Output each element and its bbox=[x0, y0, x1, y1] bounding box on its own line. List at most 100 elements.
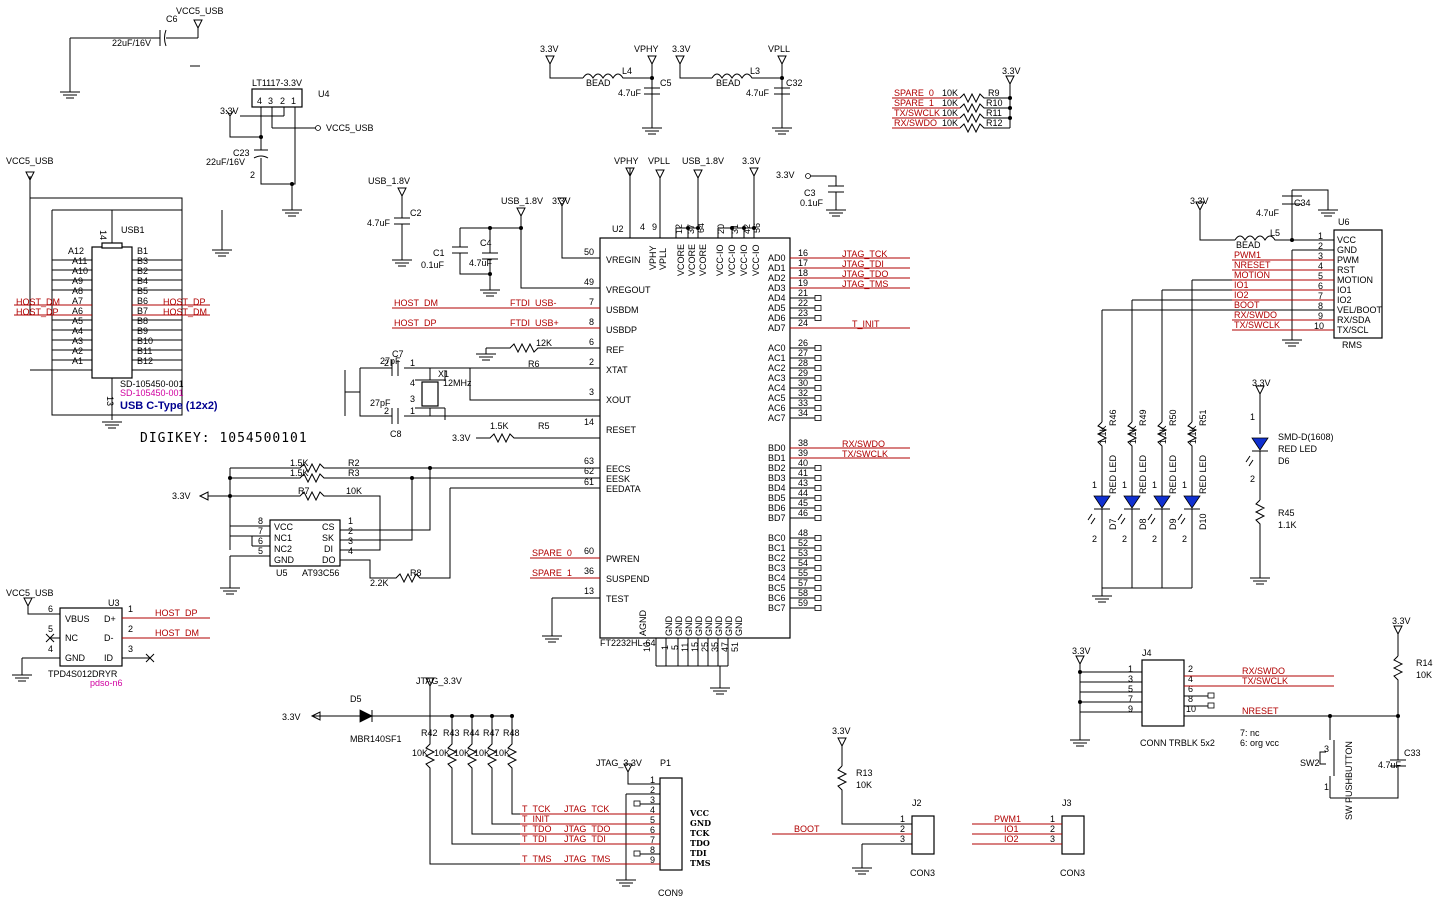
u2-pin-number: 24 bbox=[798, 318, 808, 328]
u2-left-wiring: HOST_DM HOST_DP FTDI_USB- FTDI_USB+ 12K … bbox=[172, 298, 600, 643]
led-label: RED LED bbox=[1198, 454, 1208, 494]
svg-text:62: 62 bbox=[584, 466, 594, 476]
u2-pin-name: BC5 bbox=[768, 583, 786, 593]
u2-pin-name: AC5 bbox=[768, 393, 786, 403]
svg-text:GND: GND bbox=[690, 818, 711, 828]
u6-pin-name: GND bbox=[1337, 245, 1358, 255]
boot-connector: 3.3V R13 10K J2 CON3 1 2 3 BOOT bbox=[772, 726, 935, 878]
svg-text:1: 1 bbox=[660, 645, 670, 650]
svg-text:VCORE: VCORE bbox=[687, 244, 697, 276]
svg-text:IO2: IO2 bbox=[1004, 834, 1019, 844]
p1-pin-number: 7 bbox=[650, 835, 655, 845]
u6-pin-name: RX/SDA bbox=[1337, 315, 1371, 325]
svg-text:B6: B6 bbox=[137, 296, 148, 306]
u2-pin-name: AD7 bbox=[768, 323, 786, 333]
junction-dot bbox=[470, 714, 474, 718]
svg-text:RED LED: RED LED bbox=[1278, 444, 1318, 454]
led-resistor bbox=[1126, 421, 1138, 496]
svg-text:HOST_DM: HOST_DM bbox=[155, 628, 199, 638]
led-pin-1: 1 bbox=[1122, 480, 1127, 490]
svg-text:3.3V: 3.3V bbox=[742, 156, 761, 166]
svg-text:JTAG_3.3V: JTAG_3.3V bbox=[596, 758, 642, 768]
svg-text:2: 2 bbox=[384, 358, 389, 368]
svg-text:7: 7 bbox=[258, 526, 263, 536]
svg-text:U5: U5 bbox=[276, 568, 288, 578]
u2-pin-number: 27 bbox=[798, 348, 808, 358]
u2-pin-name: AC0 bbox=[768, 343, 786, 353]
svg-text:CON3: CON3 bbox=[1060, 868, 1085, 878]
svg-text:13: 13 bbox=[584, 586, 594, 596]
svg-text:C4: C4 bbox=[480, 238, 492, 248]
svg-text:B1: B1 bbox=[137, 246, 148, 256]
no-connect-pad bbox=[814, 605, 822, 611]
u6-pin-number: 7 bbox=[1318, 291, 1323, 301]
junction-dot bbox=[490, 714, 494, 718]
svg-text:BOOT: BOOT bbox=[794, 824, 820, 834]
svg-text:10K: 10K bbox=[346, 486, 362, 496]
svg-text:HOST_DP: HOST_DP bbox=[16, 307, 59, 317]
svg-text:4: 4 bbox=[640, 222, 645, 232]
svg-text:3.3V: 3.3V bbox=[452, 433, 471, 443]
svg-text:1: 1 bbox=[348, 516, 353, 526]
svg-text:VCC: VCC bbox=[689, 808, 709, 818]
no-connect-pad bbox=[814, 405, 822, 411]
svg-text:VCORE: VCORE bbox=[676, 244, 686, 276]
svg-text:13: 13 bbox=[105, 396, 115, 406]
svg-text:VCC-IO: VCC-IO bbox=[715, 245, 725, 277]
led-label: RED LED bbox=[1168, 454, 1178, 494]
svg-text:C8: C8 bbox=[390, 429, 402, 439]
svg-text:SPARE_0: SPARE_0 bbox=[894, 88, 934, 98]
svg-text:35: 35 bbox=[710, 642, 720, 652]
svg-text:4.7uF: 4.7uF bbox=[1378, 760, 1402, 770]
svg-text:2: 2 bbox=[348, 526, 353, 536]
u2-pin-number: 22 bbox=[798, 298, 808, 308]
u2-pin-number: 58 bbox=[798, 588, 808, 598]
svg-text:PWM1: PWM1 bbox=[1234, 250, 1261, 260]
svg-text:USB_1.8V: USB_1.8V bbox=[501, 196, 543, 206]
svg-text:50: 50 bbox=[584, 247, 594, 257]
svg-text:3.3V: 3.3V bbox=[1190, 196, 1209, 206]
svg-text:NRESET: NRESET bbox=[1234, 260, 1271, 270]
u2-pin-number: 34 bbox=[798, 408, 808, 418]
svg-text:C33: C33 bbox=[1404, 748, 1421, 758]
svg-text:1: 1 bbox=[410, 406, 415, 416]
svg-text:1.5K: 1.5K bbox=[490, 421, 509, 431]
svg-text:SK: SK bbox=[322, 533, 334, 543]
svg-text:51: 51 bbox=[730, 642, 740, 652]
p1-pin-number: 2 bbox=[650, 785, 655, 795]
svg-text:MOTION: MOTION bbox=[1234, 270, 1270, 280]
svg-text:3: 3 bbox=[1324, 744, 1329, 754]
svg-text:B12: B12 bbox=[137, 356, 153, 366]
led-pin-1: 1 bbox=[1182, 480, 1187, 490]
svg-text:A1: A1 bbox=[72, 356, 83, 366]
no-connect-pad bbox=[814, 365, 822, 371]
svg-text:SD-105450-001: SD-105450-001 bbox=[120, 379, 184, 389]
u2-pin-number: 32 bbox=[798, 388, 808, 398]
svg-text:1: 1 bbox=[128, 604, 133, 614]
svg-text:USB1: USB1 bbox=[121, 225, 145, 235]
svg-text:LT1117-3.3V: LT1117-3.3V bbox=[252, 78, 302, 88]
svg-text:12: 12 bbox=[674, 224, 684, 234]
u2-pin-name: BC1 bbox=[768, 543, 786, 553]
u2-pin-name: BD7 bbox=[768, 513, 786, 523]
svg-text:GND: GND bbox=[684, 616, 694, 637]
svg-text:A8: A8 bbox=[72, 286, 83, 296]
pullup-resistor bbox=[486, 716, 520, 825]
u2-pin-number: 33 bbox=[798, 398, 808, 408]
svg-text:27pF: 27pF bbox=[370, 398, 391, 408]
svg-text:GND: GND bbox=[704, 616, 714, 637]
svg-text:GND: GND bbox=[674, 616, 684, 637]
u2-pin-number: 16 bbox=[798, 248, 808, 258]
svg-text:FT2232HL-64: FT2232HL-64 bbox=[600, 638, 656, 648]
svg-text:1: 1 bbox=[1324, 782, 1329, 792]
svg-text:25: 25 bbox=[700, 642, 710, 652]
svg-text:JTAG_3.3V: JTAG_3.3V bbox=[416, 676, 462, 686]
u6-pin-number: 2 bbox=[1318, 241, 1323, 251]
pullup-resistor bbox=[466, 716, 520, 835]
svg-text:56: 56 bbox=[752, 223, 762, 233]
u2-pin-number: 38 bbox=[798, 438, 808, 448]
svg-text:6: 6 bbox=[589, 337, 594, 347]
